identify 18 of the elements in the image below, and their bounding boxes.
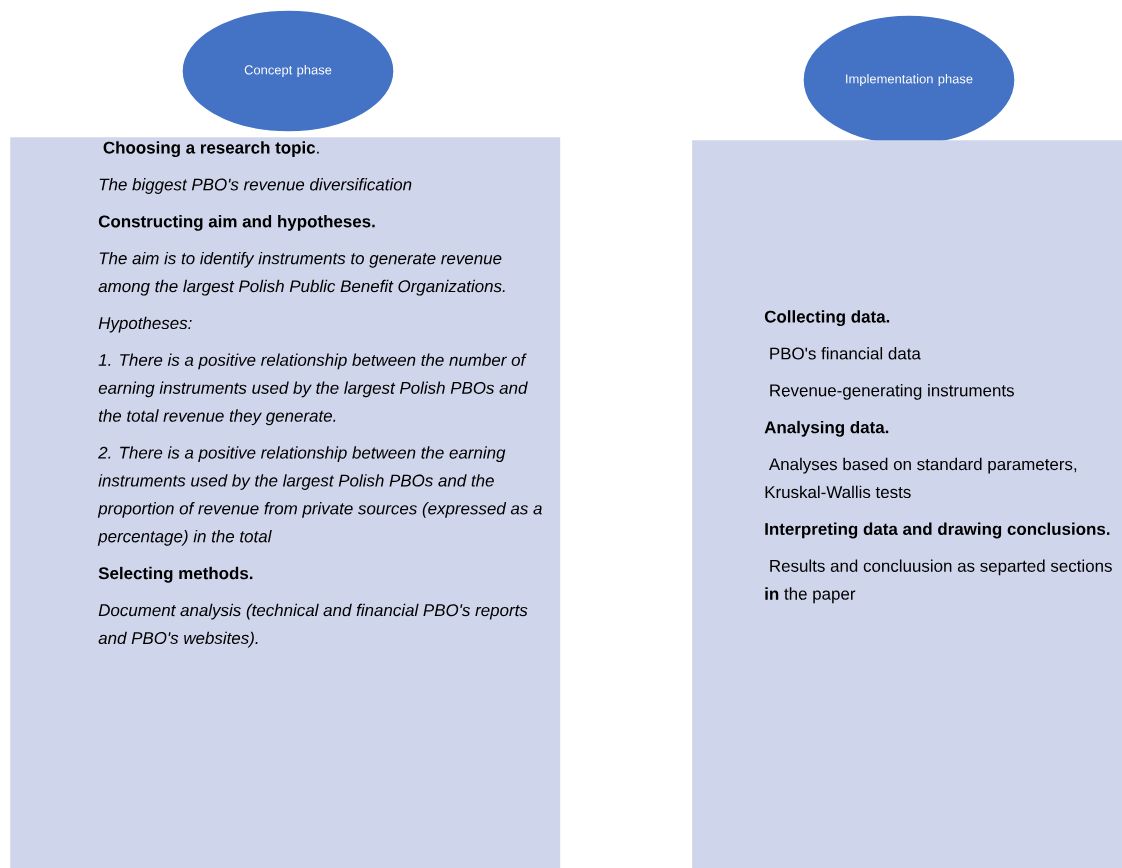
paragraph: Hypotheses:: [98, 316, 192, 333]
panel: [10, 137, 561, 868]
paragraph: 2. There is a positive relationship between the earning instruments used by the largest Polish PBOs and the proportion of revenue from private sources (expressed as a percentage) in the total: [97, 446, 542, 546]
paragraph: Choosing a research topic.: [103, 141, 319, 158]
paragraph: 1. There is a positive relationship between the number of earning instruments used by the largest Polish PBOs and the total revenue they generate.: [98, 353, 528, 426]
paragraph: Results and concluusion as separted sections in the paper: [765, 559, 1112, 604]
paragraph: Document analysis (technical and financial PBO's reports and PBO's websites).: [98, 603, 528, 648]
panel: [692, 140, 1122, 868]
heading: Collecting data.: [764, 310, 890, 327]
heading: Analysing data.: [764, 420, 889, 437]
paragraph: Analyses based on standard parameters, Kruskal-Wallis tests: [765, 457, 1077, 499]
paragraph: The aim is to identify instruments to generate revenue among the largest Polish Public Benefit Organizations.: [98, 251, 505, 296]
heading: Constructing aim and hypotheses.: [98, 215, 375, 231]
heading: Interpreting data and drawing conclusions.: [765, 522, 1110, 539]
paragraph: Revenue-generating instruments: [770, 384, 1014, 400]
heading: Selecting methods.: [98, 566, 253, 583]
paragraph: PBO's financial data: [770, 347, 921, 360]
paragraph: The biggest PBO's revenue diversification: [99, 178, 412, 194]
